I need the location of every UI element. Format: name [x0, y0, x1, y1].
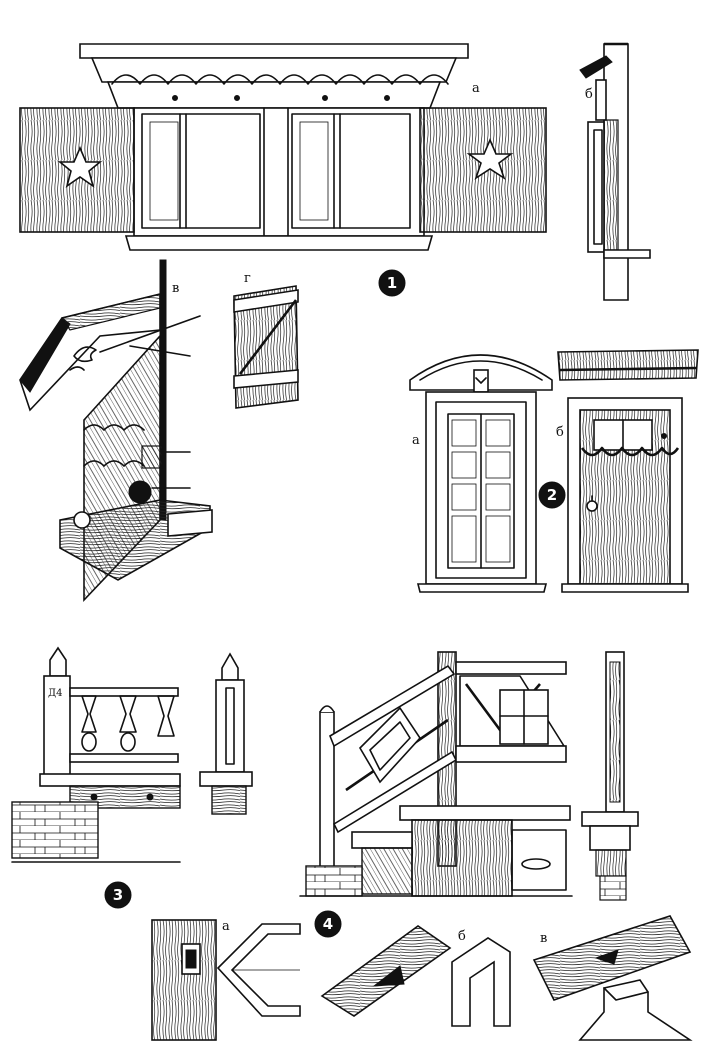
figure-3: Д4: [11, 646, 639, 909]
figure-4-label: 4: [323, 915, 333, 933]
star-cutout-right: [466, 137, 514, 180]
star-cutout-left: [57, 145, 103, 188]
panel-door: а: [409, 354, 553, 593]
figure-number-4: 4: [314, 910, 342, 938]
plank-door: б: [556, 349, 699, 593]
figure-number-3: 3: [104, 881, 132, 909]
figure-4: а б в 4: [151, 910, 693, 1041]
figure-2-label: 2: [547, 486, 557, 504]
figure-number-2: 2: [538, 481, 566, 509]
porch-staircase: [299, 651, 639, 901]
window-section: б: [579, 42, 651, 301]
label-4v: в: [540, 931, 547, 946]
label-4a: а: [222, 919, 230, 934]
label-1g: г: [244, 271, 251, 286]
figure-number-1: 1: [378, 269, 406, 297]
cutout-balusters: [81, 695, 175, 752]
window-with-shutters: а: [19, 43, 547, 251]
figure-1-label: 1: [387, 274, 397, 292]
figure-3-label: 3: [113, 886, 123, 904]
cornice-perspective: в: [19, 259, 213, 603]
label-1a: а: [472, 81, 480, 96]
door-panels: [451, 419, 511, 563]
figure-1: а б: [19, 42, 651, 603]
joint-v: в: [532, 915, 693, 1041]
joint-a: а: [151, 919, 301, 1041]
porch-balustrade: Д4: [11, 646, 253, 863]
label-2a: а: [412, 433, 420, 448]
label-2b: б: [556, 425, 564, 440]
label-4b: б: [458, 929, 466, 944]
board-shutter: г: [233, 271, 299, 409]
label-1v: в: [172, 281, 179, 296]
joint-b: б: [320, 925, 511, 1027]
figure-2: а б 2: [409, 349, 699, 593]
post-marking: Д4: [48, 688, 63, 699]
label-1b: б: [585, 87, 593, 102]
scalloped-frieze: [111, 74, 449, 101]
